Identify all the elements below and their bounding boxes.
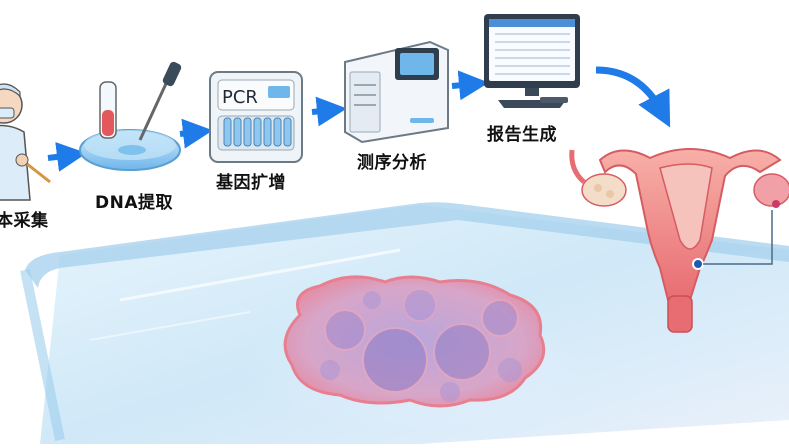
step-label-gene-amplification: 基因扩增 (216, 173, 286, 193)
step-label-sample-collection: 本采集 (0, 211, 49, 231)
sample-collector-illustration (0, 83, 51, 201)
dna-extraction-illustration (79, 61, 182, 171)
report-monitor-illustration (484, 14, 580, 108)
curved-arrow-icon (595, 66, 671, 128)
pcr-text: PCR (222, 87, 258, 108)
sequencer-illustration (344, 40, 449, 144)
arrow-icon (451, 70, 489, 101)
step-label-report-generation: 报告生成 (487, 125, 557, 145)
arrow-icon (179, 118, 213, 149)
step-label-sequencing-analysis: 测序分析 (357, 153, 427, 173)
tissue-sample (283, 275, 546, 408)
pcr-machine-illustration: PCR (209, 71, 303, 163)
arrow-icon (311, 96, 347, 127)
arrow-icon (47, 141, 87, 172)
uterus-illustration (569, 148, 789, 333)
step-label-dna-extraction: DNA提取 (95, 193, 173, 213)
